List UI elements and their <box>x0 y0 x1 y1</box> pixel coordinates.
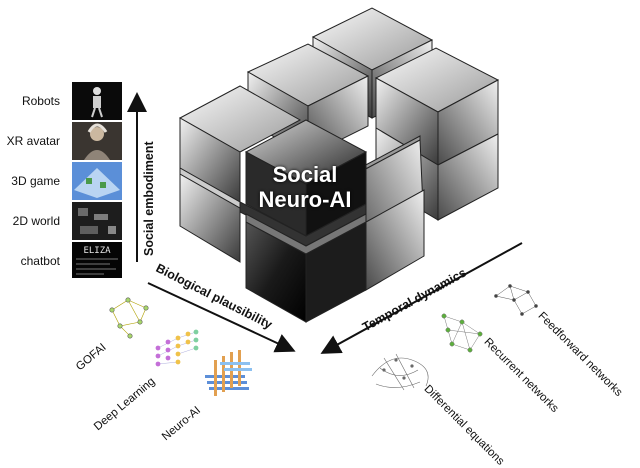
embodiment-level-2d-world: 2D world <box>12 214 60 228</box>
feedforward-networks-icon <box>494 284 538 316</box>
embodiment-level-chatbot: chatbot <box>20 254 60 268</box>
social-neuro-ai-cube <box>178 7 500 323</box>
temporal-dynamics-arrow <box>320 242 523 354</box>
chatbot-thumbnail: ELIZA <box>72 242 122 278</box>
deep-learning-network-icon <box>155 329 199 367</box>
title-line-2: Neuro-AI <box>258 187 352 212</box>
diagram-title: Social Neuro-AI <box>240 162 370 212</box>
embodiment-level-3d-game: 3D game <box>11 174 60 188</box>
cube-block-front-dark <box>239 119 368 247</box>
chatbot-screen-text: ELIZA <box>83 246 111 256</box>
embodiment-level-robots: Robots <box>21 94 60 108</box>
neuro-ai-network-icon <box>205 350 252 396</box>
2d-world-thumbnail <box>72 202 122 240</box>
cube-block-bottom-right <box>365 189 425 291</box>
differential-equations-icon <box>371 353 429 391</box>
3d-game-thumbnail <box>72 162 122 200</box>
cube-block-front-bottom <box>245 213 367 323</box>
cube-block-right-top <box>374 47 500 166</box>
embodiment-level-xr-avatar: XR avatar <box>6 134 60 148</box>
gofai-network-icon <box>109 297 149 339</box>
robots-thumbnail <box>72 82 122 120</box>
biological-plausibility-arrow <box>147 282 296 353</box>
xr-avatar-thumbnail <box>72 122 122 160</box>
social-embodiment-label: Social embodiment <box>142 141 156 256</box>
title-line-1: Social <box>272 162 338 187</box>
recurrent-networks-icon <box>441 313 483 353</box>
